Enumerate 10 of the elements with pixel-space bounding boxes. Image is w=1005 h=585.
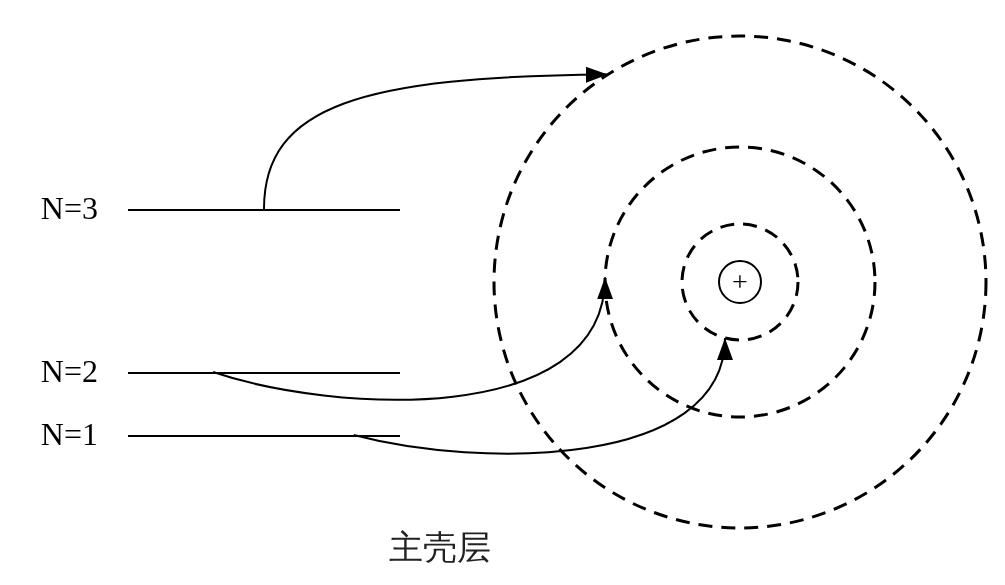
arrow [212,276,610,401]
level-label: N=1 [40,416,98,452]
nucleus-circle: + [718,260,762,304]
shell-circle [492,34,988,530]
level-label: N=2 [40,353,98,389]
shell-circle [603,145,877,419]
level-label: N=3 [40,190,98,226]
arrow [352,337,730,455]
shell-circle [680,222,800,342]
caption-text: 主壳层 [389,528,491,568]
